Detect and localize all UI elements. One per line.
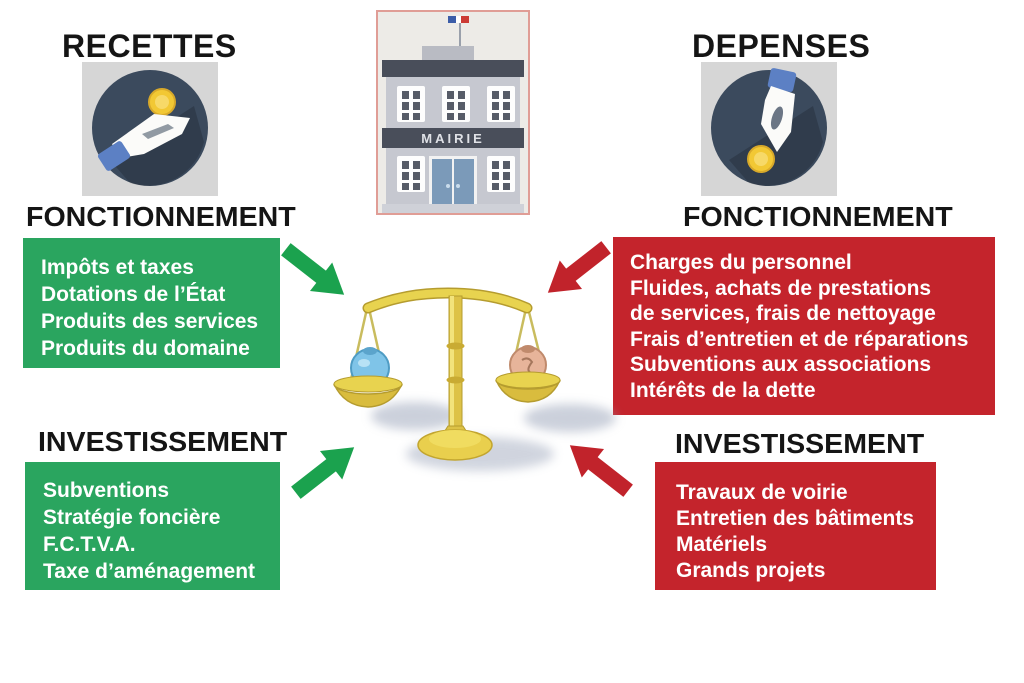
box-item: Taxe d’aménagement [43,560,256,583]
box-item: Impôts et taxes [41,256,194,279]
box-item: Dotations de l’État [41,283,226,306]
recettes-fonctionnement-box: Impôts et taxes Dotations de l’État Prod… [23,238,280,368]
right-investissement-heading: INVESTISSEMENT [675,428,925,459]
hand-receiving-coin-icon [82,62,218,196]
box-item: Fluides, achats de prestations [630,276,932,300]
town-hall-illustration: MAIRIE [376,10,530,215]
recettes-investissement-box: Subventions Stratégie foncière F.C.T.V.A… [25,462,280,590]
box-item: Matériels [676,533,768,556]
box-item: de services, frais de nettoyage [630,302,936,325]
red-arrow-bottom-icon [558,430,641,507]
box-item: Produits du domaine [41,337,250,360]
recettes-title: RECETTES [62,28,237,64]
balance-scale-illustration [320,268,640,478]
box-item: Travaux de voirie [676,481,848,504]
hand-giving-coin-icon [701,62,837,196]
right-fonctionnement-heading: FONCTIONNEMENT [683,201,953,232]
box-item: Entretien des bâtiments [676,507,915,530]
green-arrow-top-icon [274,234,357,311]
mairie-sign-label: MAIRIE [421,131,485,146]
depenses-title: DEPENSES [692,28,871,64]
left-fonctionnement-heading: FONCTIONNEMENT [26,201,296,232]
box-item: Charges du personnel [630,251,852,274]
left-investissement-heading: INVESTISSEMENT [38,426,288,457]
box-item: Grands projets [676,559,826,582]
box-item: Frais d’entretien et de réparations [630,327,969,351]
box-item: Subventions [43,479,170,502]
box-item: Subventions aux associations [630,353,932,376]
box-item: Stratégie foncière [43,506,221,529]
box-item: Intérêts de la dette [630,378,816,402]
box-item: Produits des services [41,310,259,333]
box-item: F.C.T.V.A. [43,533,136,556]
red-arrow-top-icon [536,232,619,309]
green-arrow-bottom-icon [284,432,367,509]
depenses-fonctionnement-box: Charges du personnel Fluides, achats de … [613,237,995,415]
depenses-investissement-box: Travaux de voirie Entretien des bâtiment… [655,462,936,590]
